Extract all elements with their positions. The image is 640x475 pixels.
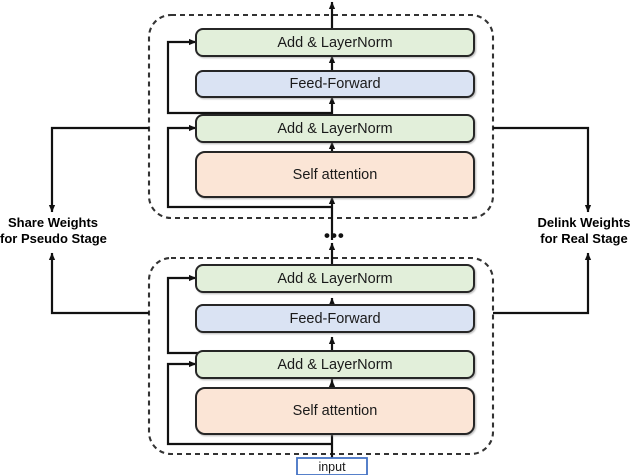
lower-add-layernorm-2-box [195,350,475,379]
upper-residual-ff [166,38,332,115]
upper-add-layernorm-2-box [195,114,475,143]
lower-self-attention-box [195,387,475,435]
share-weights-down-arrow [48,126,149,213]
delink-weights-annotation: Delink Weights for Real Stage [528,215,640,247]
input-box-label: input [318,459,346,474]
share-weights-annotation: Share Weights for Pseudo Stage [0,215,107,247]
upper-feed-forward-box [195,70,475,98]
lower-residual-attn [166,360,332,446]
share-weights-line-2: for Pseudo Stage [0,231,107,246]
lower-add-layernorm-1-box [195,264,475,293]
upper-add-layernorm-1-box [195,28,475,57]
share-weights-line-1: Share Weights [7,215,99,230]
delink-weights-down-arrow [493,126,592,213]
delink-weights-line-1: Delink Weights [537,215,631,230]
lower-stage-container [147,256,495,456]
upper-self-attention-box [195,151,475,198]
delink-weights-up-arrow [493,252,592,315]
stage-ellipsis: ••• [324,226,345,245]
delink-weights-line-2: for Real Stage [540,231,628,246]
input-box [296,457,368,475]
upper-stage-container [147,13,495,220]
share-weights-up-arrow [48,252,149,315]
upper-residual-attn [166,124,332,209]
lower-feed-forward-box [195,304,475,333]
